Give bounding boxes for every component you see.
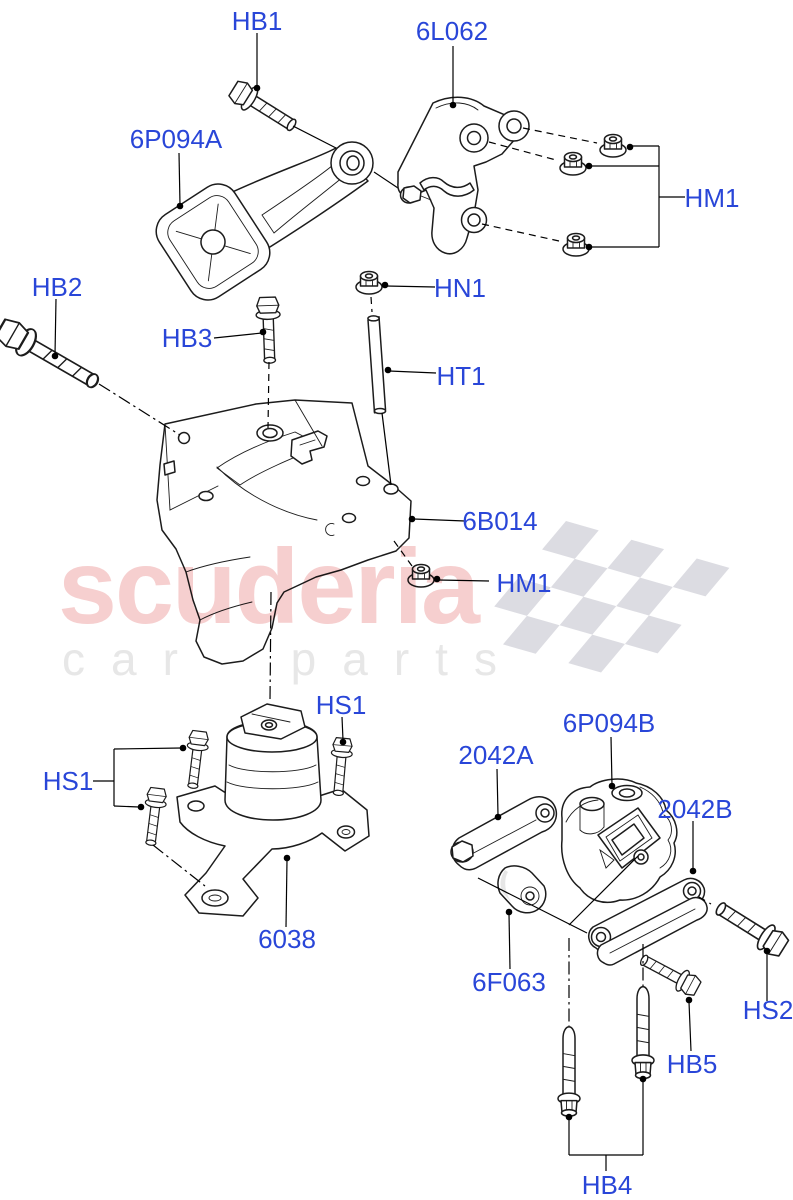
nut-hn1-drawing: [355, 270, 383, 295]
bolt-hs2-drawing: [709, 894, 792, 961]
studs-hb4-drawing: [557, 985, 655, 1117]
mount-6038-drawing: [176, 703, 370, 917]
part-label-hn1: HN1: [433, 273, 487, 303]
part-label-hm1-top: HM1: [684, 183, 740, 213]
mount-6p094b-drawing: [560, 778, 678, 904]
bolt-hb1-drawing: [225, 76, 399, 189]
link-2042a-drawing: [450, 796, 558, 871]
torque-rod-6p094a-drawing: [155, 141, 374, 301]
link-2042b-drawing: [588, 877, 708, 966]
callout-leader-lines: [51, 33, 771, 1171]
part-label-2042b: 2042B: [657, 794, 733, 824]
part-label-6038: 6038: [258, 924, 316, 954]
bushing-6f063-drawing: [497, 865, 547, 914]
part-label-6p094a: 6P094A: [129, 124, 223, 154]
nut-hm1-lower-drawing: [407, 563, 435, 588]
bolt-hb3-drawing: [254, 296, 283, 365]
part-label-hb4: HB4: [581, 1170, 633, 1200]
assembly-axis-lines: [98, 127, 712, 1026]
stud-ht1-drawing: [367, 315, 387, 415]
bracket-6l062-drawing: [397, 96, 530, 255]
part-label-hm1-mid: HM1: [496, 568, 552, 598]
part-label-hb1: HB1: [231, 6, 283, 36]
part-label-6f063: 6F063: [472, 967, 546, 997]
part-label-6l062: 6L062: [415, 16, 489, 46]
part-label-hs2: HS2: [742, 995, 793, 1025]
part-label-2042a: 2042A: [458, 740, 534, 770]
part-label-ht1: HT1: [436, 361, 486, 391]
part-label-hb2: HB2: [31, 272, 83, 302]
part-label-6p094b: 6P094B: [562, 708, 656, 738]
part-label-hs1-left: HS1: [42, 766, 94, 796]
bracket-6b014-drawing: [156, 399, 412, 665]
checkered-flag-watermark: [494, 521, 730, 673]
part-label-hb5: HB5: [666, 1049, 718, 1079]
part-label-6b014: 6B014: [462, 506, 538, 536]
part-label-hs1-right: HS1: [315, 690, 367, 720]
part-label-hb3: HB3: [161, 323, 213, 353]
nuts-hm1-drawing: [559, 133, 627, 257]
